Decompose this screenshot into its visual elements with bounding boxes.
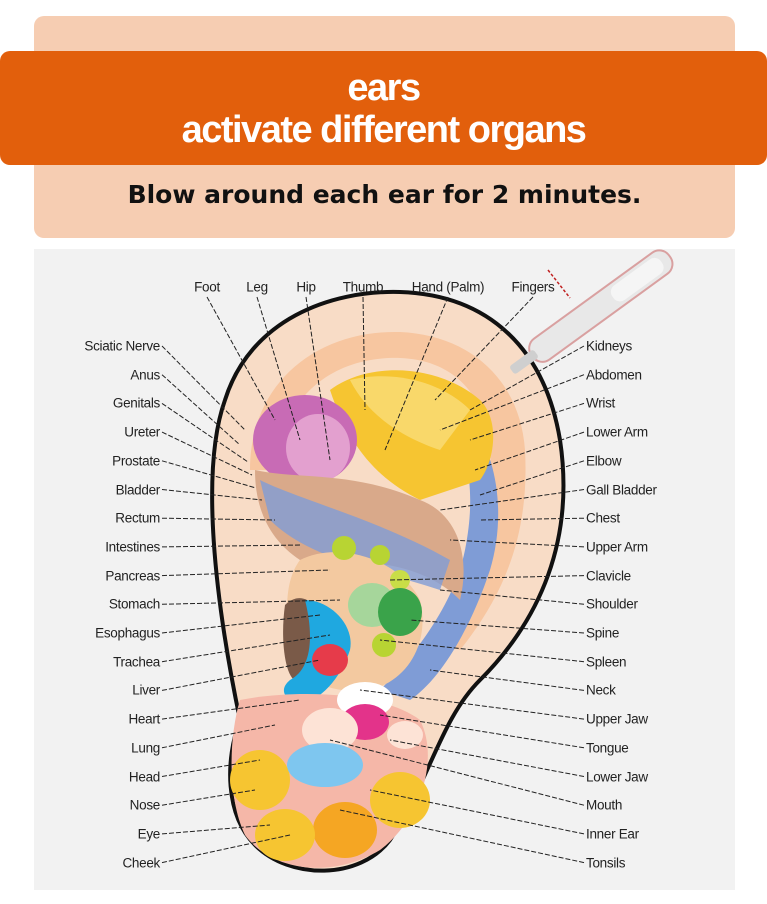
label-fingers: Fingers	[511, 279, 555, 295]
label-elbow: Elbow	[586, 453, 622, 469]
leader-line	[379, 714, 585, 749]
leader-line	[161, 517, 276, 521]
leader-line	[429, 669, 585, 691]
label-spine: Spine	[586, 625, 620, 641]
leader-line	[439, 589, 585, 605]
leader-line	[161, 634, 331, 663]
label-mouth: Mouth	[586, 797, 623, 813]
subtitle: Blow around each ear for 2 minutes.	[127, 180, 642, 209]
label-bladder: Bladder	[115, 482, 161, 497]
label-esophagus: Esophagus	[95, 625, 160, 641]
label-sciatic-nerve: Sciatic Nerve	[84, 338, 160, 354]
leader-line	[161, 724, 276, 749]
label-tongue: Tongue	[586, 740, 629, 756]
leader-line	[161, 460, 257, 489]
leader-line	[161, 489, 263, 501]
leader-line	[439, 374, 585, 431]
label-nose: Nose	[129, 797, 161, 813]
ear-illustration	[161, 249, 674, 873]
label-stomach: Stomach	[108, 596, 160, 612]
label-thumb: Thumb	[342, 279, 384, 295]
label-pancreas: Pancreas	[105, 568, 160, 584]
leader-line	[161, 599, 341, 605]
leader-line	[362, 296, 366, 411]
leader-line	[161, 824, 271, 835]
leader-line	[369, 789, 585, 835]
leader-line	[161, 699, 301, 720]
label-lower-arm: Lower Arm	[586, 424, 648, 440]
label-shoulder: Shoulder	[586, 596, 638, 612]
label-gall-bladder: Gall Bladder	[586, 482, 657, 497]
leader-line	[479, 517, 585, 521]
label-ureter: Ureter	[124, 424, 160, 440]
label-trachea: Trachea	[113, 654, 160, 670]
label-genitals: Genitals	[112, 395, 160, 411]
label-spleen: Spleen	[586, 654, 627, 670]
title-line-1: ears	[347, 67, 421, 109]
title-banner: ears activate different organs	[0, 51, 767, 165]
label-wrist: Wrist	[586, 395, 615, 411]
leader-line	[161, 659, 321, 691]
label-intestines: Intestines	[105, 539, 160, 555]
leader-line	[161, 374, 241, 446]
label-hip: Hip	[296, 279, 316, 295]
label-anus: Anus	[130, 367, 160, 383]
leader-line	[479, 460, 585, 496]
leader-line	[359, 689, 585, 720]
leader-line	[389, 575, 585, 581]
leader-line	[161, 402, 249, 463]
label-inner-ear: Inner Ear	[586, 826, 639, 842]
leader-line	[384, 296, 449, 451]
leader-line	[206, 296, 276, 421]
leader-line	[329, 739, 585, 806]
label-heart: Heart	[128, 711, 160, 727]
label-clavicle: Clavicle	[586, 568, 631, 584]
label-lung: Lung	[131, 740, 160, 756]
label-neck: Neck	[586, 682, 616, 698]
label-hand-palm: Hand (Palm)	[411, 279, 485, 295]
label-abdomen: Abdomen	[586, 367, 642, 383]
leader-line	[474, 431, 585, 471]
label-upper-jaw: Upper Jaw	[586, 711, 648, 727]
label-chest: Chest	[586, 510, 620, 526]
leader-line	[469, 345, 585, 411]
leader-line	[449, 539, 585, 548]
label-cheek: Cheek	[122, 855, 160, 871]
blower-device-icon	[510, 249, 674, 374]
leader-line	[469, 402, 585, 441]
label-prostate: Prostate	[112, 453, 160, 469]
leader-line	[161, 834, 291, 864]
ear-reflexology-diagram	[34, 249, 735, 890]
label-foot: Foot	[194, 279, 220, 295]
leader-line	[379, 639, 585, 663]
label-tonsils: Tonsils	[586, 855, 626, 871]
leader-line	[409, 619, 585, 634]
leader-line	[439, 489, 585, 511]
label-upper-arm: Upper Arm	[586, 539, 648, 555]
leader-line	[305, 296, 331, 461]
label-kidneys: Kidneys	[586, 338, 632, 354]
leader-line	[434, 296, 534, 401]
leader-line	[161, 544, 301, 548]
leader-line	[161, 789, 256, 806]
label-lower-jaw: Lower Jaw	[586, 769, 648, 784]
label-rectum: Rectum	[115, 510, 160, 526]
title-line-2: activate different organs	[181, 109, 587, 151]
leader-line	[161, 569, 331, 577]
leader-line	[161, 431, 253, 476]
label-leg: Leg	[246, 279, 268, 295]
label-head: Head	[128, 769, 160, 784]
label-liver: Liver	[132, 682, 160, 698]
leader-line	[161, 759, 261, 777]
leader-line	[161, 345, 246, 431]
leader-line	[161, 614, 321, 634]
label-eye: Eye	[137, 826, 161, 842]
leader-line	[389, 739, 585, 777]
leader-line	[256, 296, 301, 441]
